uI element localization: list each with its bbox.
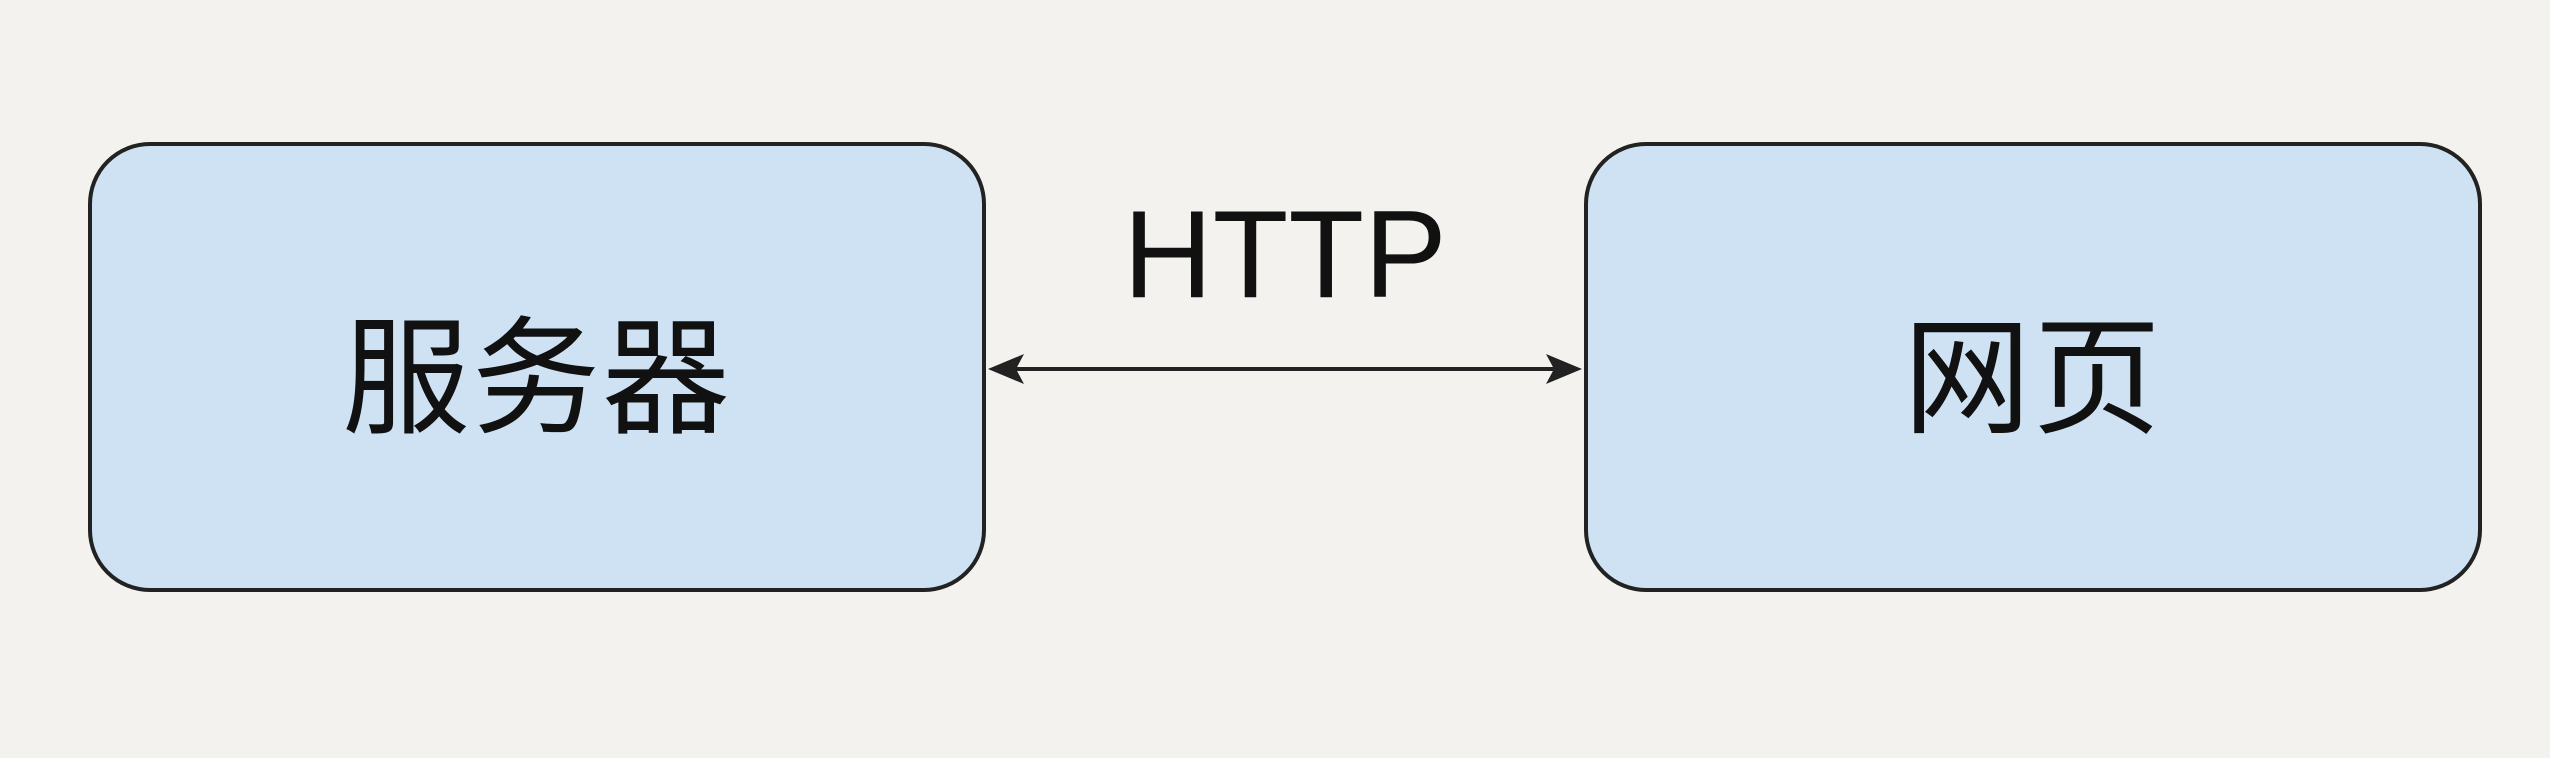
webpage-node-label: 网页 xyxy=(1902,304,2163,454)
left-arrowhead-icon xyxy=(988,354,1024,384)
server-node-label: 服务器 xyxy=(341,304,732,454)
right-arrowhead-icon xyxy=(1546,354,1582,384)
server-node: 服务器 xyxy=(88,142,986,592)
http-edge-label: HTTP xyxy=(1123,186,1447,324)
webpage-node: 网页 xyxy=(1584,142,2482,592)
